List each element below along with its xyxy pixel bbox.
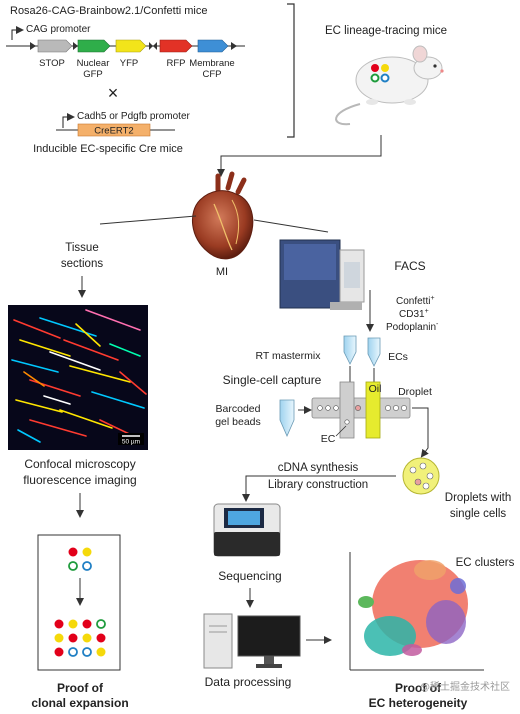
ec-heterogeneity-label: EC heterogeneity [369, 696, 468, 710]
droplet-label: Droplet [398, 386, 432, 398]
marker-cd31-sign: + [425, 308, 429, 315]
clonal-expansion-label: clonal expansion [31, 696, 128, 710]
rfp-cassette [159, 39, 193, 53]
arrow-mice-to-mi [217, 135, 382, 177]
sections-label: sections [61, 258, 103, 270]
cfp-cassette [197, 39, 229, 53]
rt-mastermix-label: RT mastermix [256, 350, 322, 362]
tracing-mice-label: EC lineage-tracing mice [325, 25, 447, 37]
mouse-line-label: Rosa26-CAG-Brainbow2.1/Confetti mice [10, 5, 207, 17]
droplets-label: Droplets with [445, 492, 511, 504]
barcoded-label: Barcoded [216, 403, 261, 415]
confocal-label: Confocal microscopy [24, 457, 135, 471]
ec-clusters-label: EC clusters [456, 557, 515, 569]
single-cell-capture-label: Single-cell capture [223, 373, 322, 387]
loxp-site [73, 42, 78, 50]
cfp-label: CFP [203, 69, 222, 80]
yfp-label: YFP [120, 58, 138, 69]
cag-promoter-label: CAG promoter [26, 24, 91, 35]
proof-heterogeneity-label: Proof of [395, 681, 442, 695]
nuclear-label: Nuclear [77, 58, 110, 69]
single-cells-label: single cells [450, 508, 506, 520]
data-processing-label: Data processing [205, 675, 292, 689]
cre-promoter-arrow [62, 113, 75, 128]
membrane-label: Membrane [189, 58, 234, 69]
computer-illustration [203, 613, 301, 669]
svg-text:Podoplanin-: Podoplanin- [386, 321, 439, 333]
ec-cluster-plot [349, 552, 484, 671]
marker-confetti: Confetti [396, 296, 430, 307]
loxp-site [149, 42, 153, 50]
rt-mastermix-tube [343, 335, 357, 365]
droplet-illustration [402, 457, 440, 495]
loxp-site [231, 42, 237, 50]
mouse-illustration [335, 45, 444, 126]
marker-confetti-sign: + [430, 295, 434, 302]
tissue-label: Tissue [65, 242, 98, 254]
gfp-label: GFP [83, 69, 103, 80]
ecs-tube [367, 337, 381, 367]
mouse-genetics-panel: Rosa26-CAG-Brainbow2.1/Confetti mice CAG… [6, 3, 447, 177]
marker-cd31: CD31 [399, 309, 425, 320]
gel-beads-label: gel beads [215, 416, 261, 428]
microfluidic-chip [311, 381, 411, 439]
svg-text:CD31+: CD31+ [399, 308, 429, 320]
arrow-mi-left [99, 215, 197, 225]
bracket [287, 3, 295, 138]
confocal-image: 50 µm [8, 305, 148, 450]
arrow-droplets-to-seq [242, 475, 396, 502]
arrow-mi-right [253, 219, 329, 233]
arrow-to-droplets [412, 407, 429, 458]
loxp-site [153, 42, 157, 50]
proof-clonal-label: Proof of [57, 681, 104, 695]
ec-pointer [335, 425, 347, 437]
watermark: @稀土掘金技术社区 [420, 680, 510, 693]
cdna-label: cDNA synthesis [278, 462, 359, 474]
mi-label: MI [216, 266, 228, 278]
sorting-markers: Confetti+ CD31+ Podoplanin- [386, 295, 439, 333]
yfp-cassette [115, 39, 147, 53]
heart-illustration [191, 171, 254, 260]
facs-label: FACS [394, 259, 425, 273]
svg-text:Confetti+: Confetti+ [396, 295, 435, 307]
stop-cassette [37, 39, 73, 53]
library-label: Library construction [268, 479, 368, 491]
oil-label: Oil [369, 383, 382, 395]
fluorescence-label: fluorescence imaging [23, 473, 136, 487]
creert2-label: CreERT2 [94, 126, 133, 137]
scale-bar-label: 50 µm [122, 439, 140, 446]
sequencing-label: Sequencing [218, 569, 281, 583]
cre-promoter-label: Cadh5 or Pdgfb promoter [77, 111, 191, 122]
stop-label: STOP [39, 58, 65, 69]
gel-beads-tube [279, 399, 295, 437]
facs-machine [279, 239, 365, 310]
marker-podoplanin-sign: - [436, 321, 439, 328]
gfp-cassette [77, 39, 111, 53]
rfp-label: RFP [167, 58, 186, 69]
clonal-expansion-box [37, 534, 121, 671]
promoter-arrow [11, 26, 24, 40]
sequencer-machine [213, 503, 281, 557]
marker-podoplanin: Podoplanin [386, 322, 436, 333]
ec-label: EC [321, 433, 336, 445]
ecs-label: ECs [388, 351, 408, 363]
creert2-box [77, 123, 151, 137]
cross-symbol: × [108, 83, 119, 103]
cre-mice-label: Inducible EC-specific Cre mice [33, 143, 183, 155]
loxp-site [30, 42, 36, 50]
